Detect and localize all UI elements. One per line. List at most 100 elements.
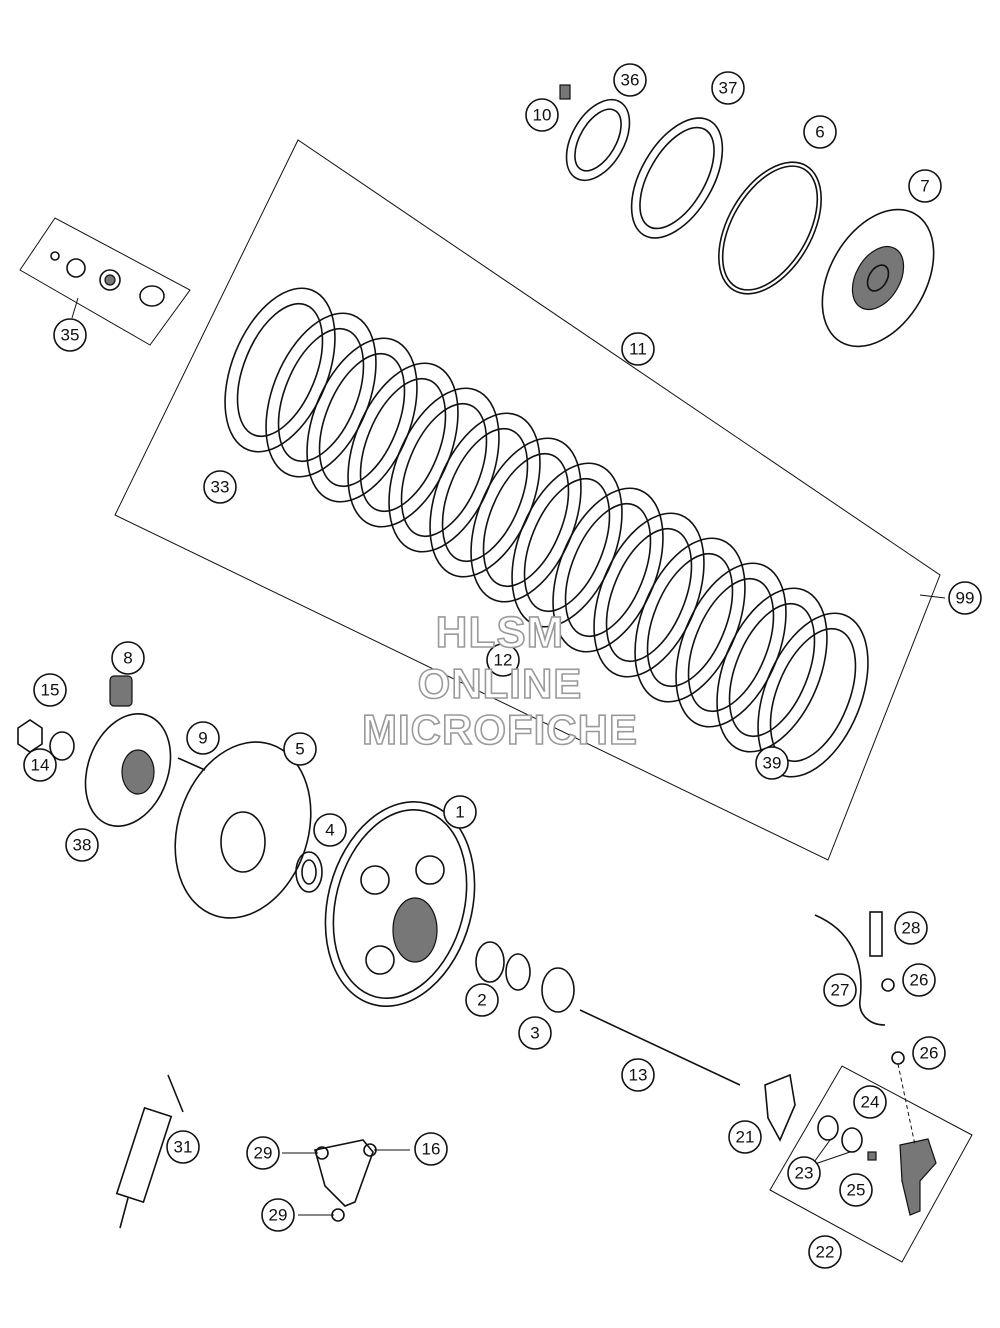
callout-11: 11 (621, 332, 655, 366)
kit-box-22 (769, 1065, 973, 1263)
callout-28: 28 (894, 911, 928, 945)
callout-35: 35 (53, 318, 87, 352)
clutch-plate-inner (564, 502, 652, 638)
callout-25: 25 (839, 1173, 873, 1207)
kit-box-35 (19, 217, 191, 346)
part-31 (115, 1106, 173, 1204)
callout-36: 36 (613, 63, 647, 97)
callout-label: 37 (719, 79, 738, 98)
clutch-plate (716, 587, 828, 753)
callout-label: 36 (621, 71, 640, 90)
part-15 (17, 719, 43, 753)
callout-33: 33 (203, 470, 237, 504)
callout-label: 10 (533, 106, 552, 125)
callout-15: 15 (33, 673, 67, 707)
callout-12: 12 (486, 643, 520, 677)
callout-label: 39 (763, 754, 782, 773)
callout-label: 28 (902, 919, 921, 938)
watermark-line-1: HLSM (435, 607, 565, 658)
callout-label: 26 (920, 1044, 939, 1063)
callout-9: 9 (186, 721, 220, 755)
clutch-plate-inner (318, 352, 406, 488)
callout-label: 22 (816, 1243, 835, 1262)
callout-label: 15 (41, 681, 60, 700)
clutch-plate-inner (482, 452, 570, 588)
callout-7: 7 (908, 169, 942, 203)
clutch-plate-inner (441, 427, 529, 563)
callout-6: 6 (803, 115, 837, 149)
clutch-plate-inner (646, 552, 734, 688)
callout-31: 31 (166, 1130, 200, 1164)
clutch-plate-inner (236, 302, 324, 438)
clutch-plate-inner (605, 527, 693, 663)
callout-label: 24 (861, 1093, 880, 1112)
part-38 (84, 713, 172, 827)
callout-label: 11 (629, 340, 647, 359)
callout-label: 14 (31, 756, 50, 775)
callout-label: 21 (736, 1128, 755, 1147)
callout-label: 33 (211, 478, 230, 497)
callout-label: 27 (831, 981, 850, 1000)
callout-label: 35 (61, 326, 80, 345)
callout-8: 8 (111, 641, 145, 675)
callout-label: 2 (477, 991, 486, 1010)
callout-label: 13 (629, 1066, 648, 1085)
watermark-line-3: MICROFICHE (361, 705, 638, 754)
callout-label: 23 (795, 1164, 814, 1183)
callout-21: 21 (728, 1120, 762, 1154)
callout-label: 31 (174, 1138, 193, 1157)
callout-2: 2 (465, 983, 499, 1017)
part-5 (174, 741, 312, 919)
callout-3: 3 (518, 1016, 552, 1050)
callout-29: 29 (261, 1198, 295, 1232)
callout-39: 39 (755, 746, 789, 780)
clutch-plate-inner (728, 602, 816, 738)
clutch-plate-inner (400, 402, 488, 538)
callout-4: 4 (313, 813, 347, 847)
callout-99: 99 (948, 581, 982, 615)
callout-label: 8 (123, 649, 132, 668)
callout-37: 37 (711, 71, 745, 105)
callout-29: 29 (246, 1136, 280, 1170)
clutch-pack-outline (114, 139, 941, 861)
callout-24: 24 (853, 1085, 887, 1119)
callout-label: 7 (920, 177, 929, 196)
part-8 (109, 675, 133, 707)
callout-label: 5 (295, 740, 304, 759)
callout-38: 38 (65, 828, 99, 862)
callout-10: 10 (525, 98, 559, 132)
callout-1: 1 (443, 795, 477, 829)
part-16 (314, 1139, 374, 1207)
callout-26: 26 (902, 963, 936, 997)
callout-label: 3 (530, 1024, 539, 1043)
callout-label: 25 (847, 1181, 866, 1200)
watermark-line-2: ONLINE (417, 659, 583, 708)
callout-27: 27 (823, 973, 857, 1007)
callout-22: 22 (808, 1235, 842, 1269)
callout-14: 14 (23, 748, 57, 782)
callout-label: 29 (269, 1206, 288, 1225)
callout-label: 6 (815, 123, 824, 142)
callout-label: 26 (910, 971, 929, 990)
callout-13: 13 (621, 1058, 655, 1092)
callout-23: 23 (787, 1156, 821, 1190)
part-1 (324, 801, 476, 1007)
callout-label: 16 (422, 1140, 441, 1159)
callout-label: 12 (494, 651, 513, 670)
callout-26: 26 (912, 1036, 946, 1070)
callout-label: 9 (198, 729, 207, 748)
callout-16: 16 (414, 1132, 448, 1166)
clutch-plate-inner (523, 477, 611, 613)
clutch-plate-inner (359, 377, 447, 513)
callout-5: 5 (283, 732, 317, 766)
clutch-plate-inner (687, 577, 775, 713)
callout-label: 1 (455, 803, 464, 822)
callout-label: 4 (325, 821, 334, 840)
callout-label: 29 (254, 1144, 273, 1163)
clutch-plate-inner (277, 327, 365, 463)
